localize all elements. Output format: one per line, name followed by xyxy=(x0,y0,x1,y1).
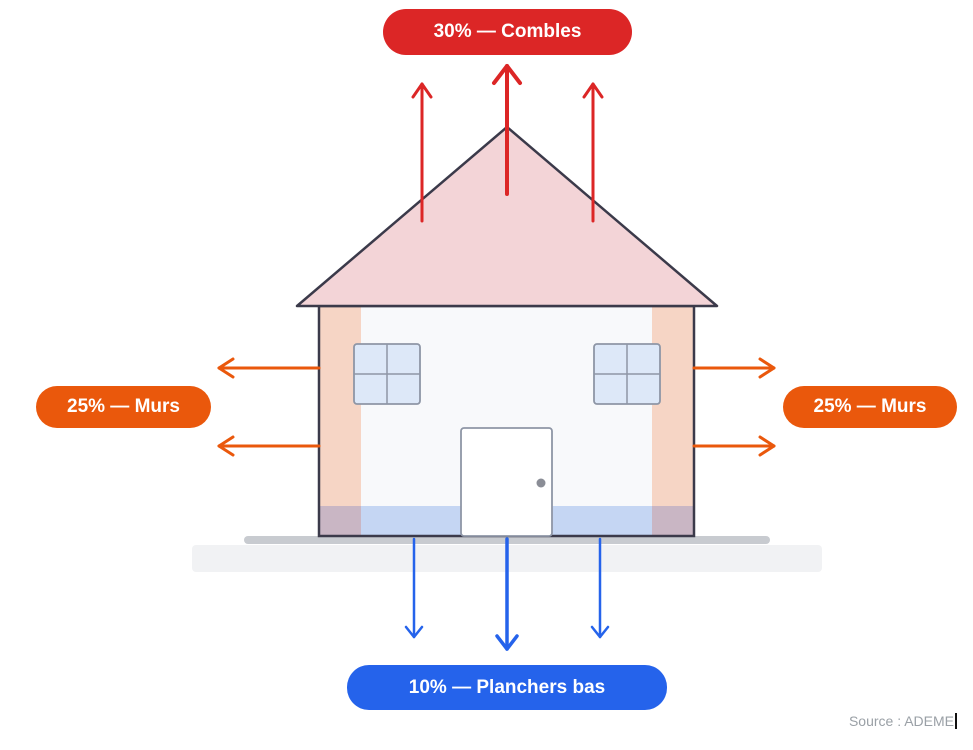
arrow-left-upper xyxy=(217,357,321,379)
roof-loss-text: 30% — Combles xyxy=(433,21,582,42)
source-text: Source : ADEME xyxy=(848,713,954,729)
arrow-left-lower xyxy=(217,435,321,457)
roof-heat-arrows xyxy=(411,64,604,223)
wall-insulation-right xyxy=(652,306,693,536)
wall-loss-label-right: 25% — Murs xyxy=(783,386,957,428)
floor-insulation-corner-left xyxy=(320,506,361,536)
floor-loss-text: 10% — Planchers bas xyxy=(408,676,606,698)
roof-loss-label: 30% — Combles xyxy=(383,9,632,55)
floor-heat-arrows xyxy=(404,537,610,651)
text-cursor xyxy=(955,713,957,729)
wall-loss-label-left: 25% — Murs xyxy=(36,386,211,428)
wall-loss-text-left: 25% — Murs xyxy=(67,396,180,417)
arrow-down-center xyxy=(495,537,519,651)
door-knob xyxy=(536,478,546,488)
window-left xyxy=(353,343,421,405)
arrow-up-left xyxy=(411,82,433,223)
wall-heat-arrows-right xyxy=(692,357,776,457)
floor-insulation-corner-right xyxy=(652,506,693,536)
door xyxy=(460,427,553,537)
source-caption: Source : ADEME xyxy=(849,713,957,729)
floor-loss-label: 10% — Planchers bas xyxy=(347,665,667,710)
arrow-up-right xyxy=(582,82,604,223)
window-right xyxy=(593,343,661,405)
arrow-up-center xyxy=(492,64,522,196)
wall-heat-arrows-left xyxy=(217,357,321,457)
wall-insulation-left xyxy=(320,306,361,536)
arrow-right-lower xyxy=(692,435,776,457)
roof xyxy=(295,125,719,308)
arrow-right-upper xyxy=(692,357,776,379)
arrow-down-right xyxy=(590,537,610,639)
arrow-down-left xyxy=(404,537,424,639)
wall-loss-text-right: 25% — Murs xyxy=(813,396,927,417)
